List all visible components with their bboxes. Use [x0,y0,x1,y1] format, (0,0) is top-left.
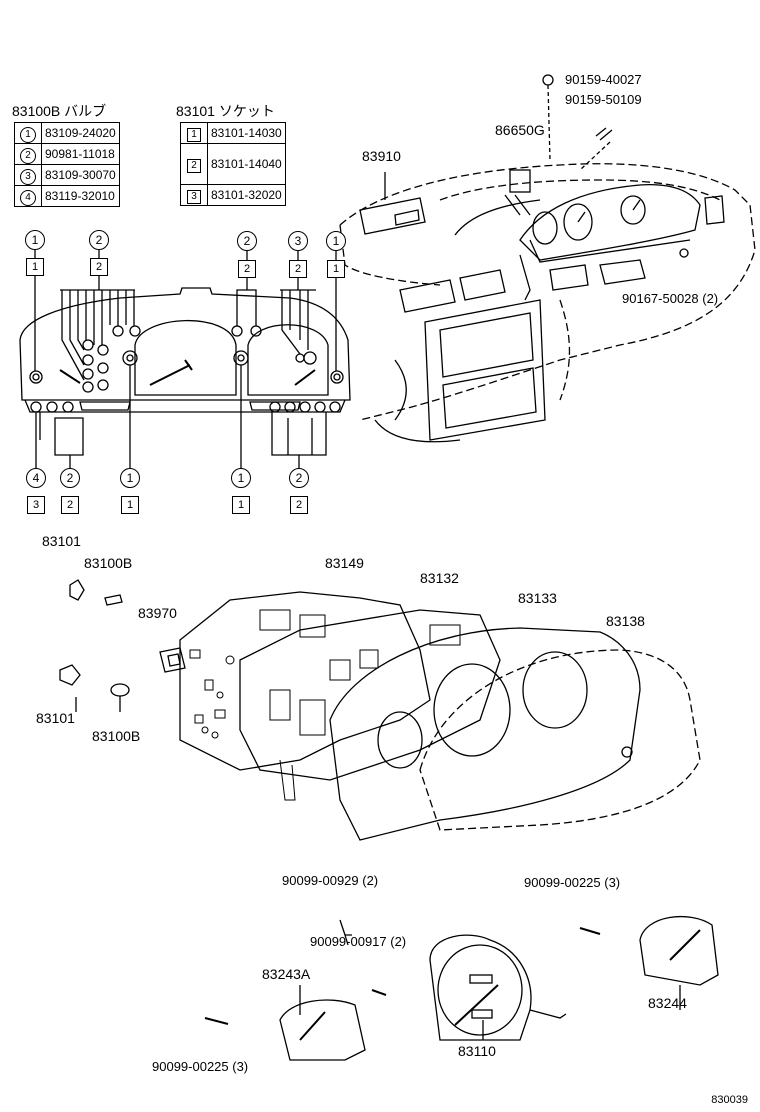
table-row: 1 83109-24020 [14,122,120,144]
label-90099-00929: 90099-00929 (2) [282,873,379,888]
label-83244: 83244 [648,995,687,1011]
socket-part-3: 83101-32020 [207,184,286,206]
exploded-housing-drawing [59,579,701,841]
table-row: 2 83101-14040 [180,143,286,185]
label-90099-00225-left: 90099-00225 (3) [152,1059,249,1074]
bulb-key-2: 2 [20,148,36,164]
cluster-front-drawing [19,247,351,470]
marker-square: 2 [90,258,108,276]
marker-circle: 1 [231,468,251,488]
bulb-part-2: 90981-11018 [41,143,120,165]
marker-square: 2 [238,260,256,278]
marker-circle: 2 [289,468,309,488]
gauges-drawing [204,915,719,1061]
socket-table: 1 83101-14030 2 83101-14040 3 83101-3202… [180,122,286,206]
label-83101-top: 83101 [42,533,81,549]
marker-square: 2 [289,260,307,278]
label-86650G: 86650G [495,122,545,138]
dashboard-drawing [339,74,756,443]
marker-square: 1 [327,260,345,278]
label-83101-bottom: 83101 [36,710,75,726]
bulb-table: 1 83109-24020 2 90981-11018 3 83109-3007… [14,122,120,207]
label-83100B-bottom: 83100B [92,728,141,744]
marker-circle: 2 [237,231,257,251]
bulb-key-4: 4 [20,190,36,206]
label-83910: 83910 [362,148,401,164]
label-83970: 83970 [138,605,177,621]
table-row: 2 90981-11018 [14,143,120,165]
label-83138: 83138 [606,613,645,629]
label-83149: 83149 [325,555,364,571]
bulb-part-4: 83119-32010 [41,185,120,207]
marker-circle: 2 [89,230,109,250]
marker-square: 2 [61,496,79,514]
marker-circle: 1 [326,231,346,251]
label-83133: 83133 [518,590,557,606]
label-83110: 83110 [458,1043,496,1059]
marker-square: 3 [27,496,45,514]
label-83132: 83132 [420,570,459,586]
socket-part-1: 83101-14030 [207,122,286,144]
marker-circle: 1 [25,230,45,250]
label-83243A: 83243A [262,966,311,982]
label-90099-00225-right: 90099-00225 (3) [524,875,621,890]
label-90099-00917: 90099-00917 (2) [310,934,407,949]
socket-key-3: 3 [187,190,201,204]
bulb-key-1: 1 [20,127,36,143]
marker-circle: 1 [120,468,140,488]
marker-square: 1 [26,258,44,276]
label-83100B-top: 83100B [84,555,133,571]
marker-square: 2 [290,496,308,514]
table-row: 4 83119-32010 [14,185,120,207]
label-90159-40027: 90159-40027 [565,72,642,87]
table-row: 3 83101-32020 [180,184,286,206]
bulb-table-title: 83100B バルブ [12,103,107,119]
marker-circle: 4 [26,468,46,488]
socket-key-1: 1 [187,128,201,142]
marker-square: 1 [232,496,250,514]
marker-circle: 3 [288,231,308,251]
bulb-part-1: 83109-24020 [41,122,120,144]
bulb-part-3: 83109-30070 [41,164,120,186]
label-90167-50028: 90167-50028 (2) [622,291,719,306]
figure-code: 830039 [711,1094,748,1106]
bulb-key-3: 3 [20,169,36,185]
marker-square: 1 [121,496,139,514]
socket-table-title: 83101 ソケット [176,103,275,119]
table-row: 1 83101-14030 [180,122,286,144]
table-row: 3 83109-30070 [14,164,120,186]
marker-circle: 2 [60,468,80,488]
socket-key-2: 2 [187,159,201,173]
label-90159-50109: 90159-50109 [565,92,642,107]
socket-part-2: 83101-14040 [207,143,286,185]
